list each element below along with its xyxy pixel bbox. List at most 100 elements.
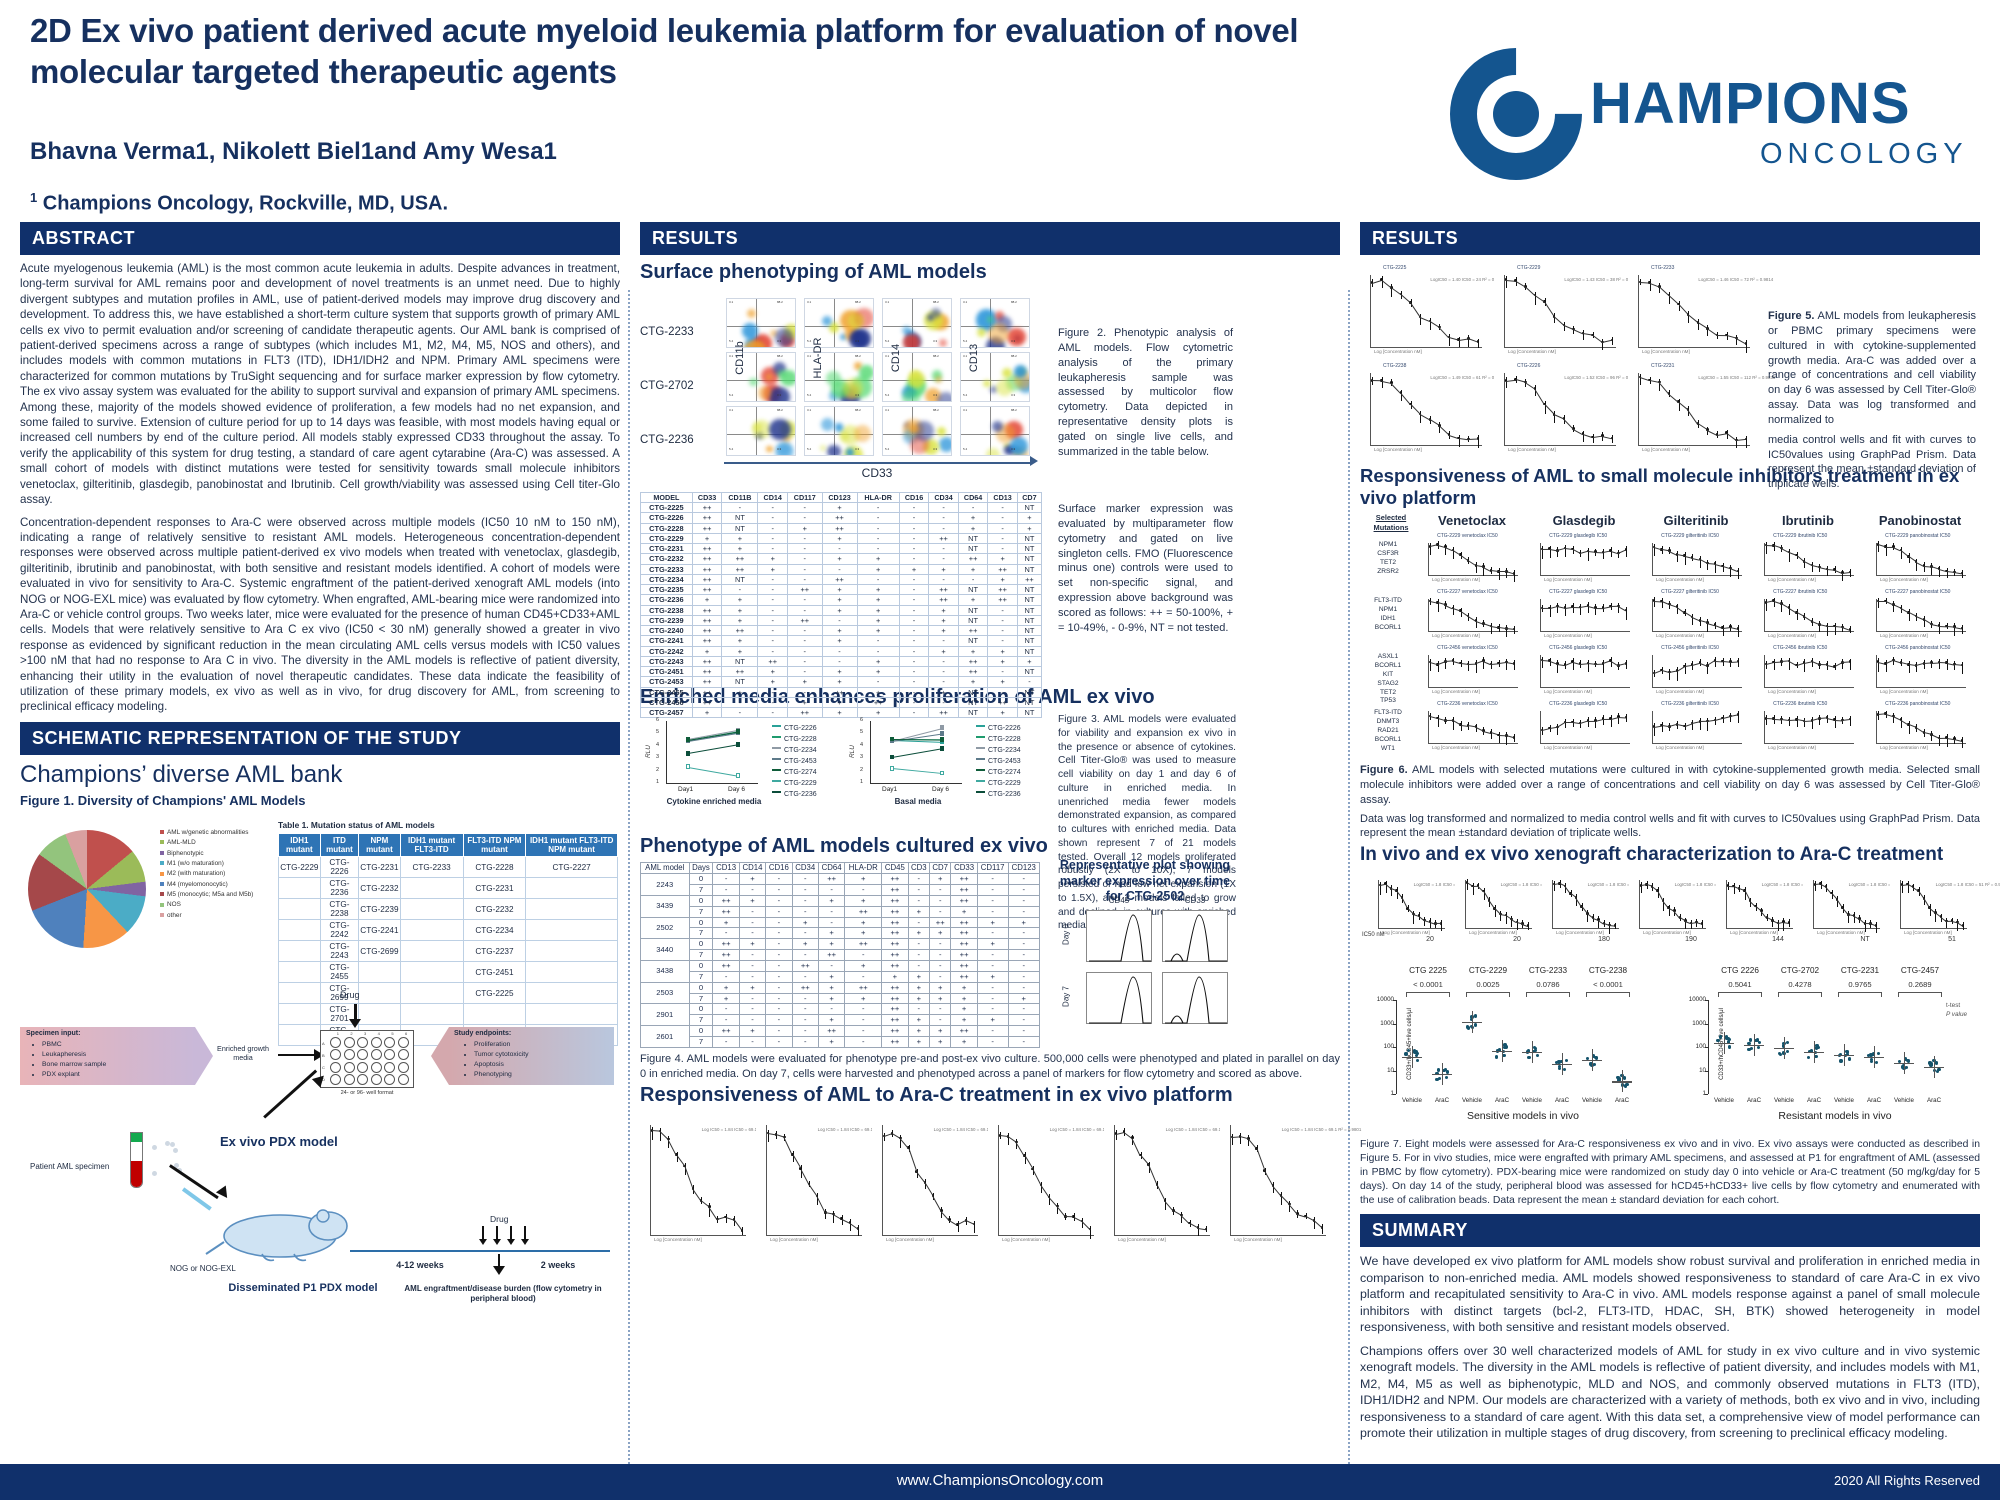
dose-response-errorbar [1939,622,1941,635]
mutation-label: KIT [1382,670,1394,678]
dose-response-y-axis [1540,543,1541,575]
dose-response-errorbar [1498,568,1500,580]
abstract-section-bar: ABSTRACT [20,222,620,255]
marker-table-cell: - [898,645,930,657]
dose-response-x-axis [1540,575,1630,576]
poster-footer: www.ChampionsOncology.com 2020 All Right… [0,1464,2000,1500]
dose-response-fit-line [1016,1142,1025,1157]
table1-cell [525,877,618,900]
flow-quadrant-stat: 3.3 [855,447,860,451]
footer-url[interactable]: www.ChampionsOncology.com [896,1472,1104,1489]
dose-response-errorbar [1962,661,1963,674]
flow-x-axis-line [724,462,1030,464]
phenotype-cell: ++ [950,960,978,972]
dose-response-errorbar [1946,659,1948,671]
dose-response-point [1876,543,1880,546]
dose-response-errorbar [1766,541,1767,554]
flow-quadrant-stat: 5.4 [729,447,734,451]
dose-response-errorbar [1788,657,1790,670]
dose-response-title: CTG-2236 glasdegib IC50 [1549,701,1608,707]
phenotype-cell: - [791,1014,819,1027]
scatter-point [1494,1055,1499,1059]
dose-response-point [1810,659,1814,663]
dose-response-errorbar [1885,543,1887,557]
dose-response-errorbar [1736,436,1738,449]
mouse-strain-label: NOG or NOG-EXL [170,1263,236,1273]
phenotype-cell: - [791,883,819,896]
dose-response-errorbar [1834,716,1836,729]
scatter-point [1502,1045,1506,1050]
phenotype-cell: - [1007,1036,1041,1048]
dose-response-point [1526,924,1530,927]
dose-response-x-label: Log [Concentration nM] [1904,930,1952,936]
chart-title: Cytokine enriched media [666,797,762,806]
dose-response-point [1787,659,1791,663]
dose-response-point [1876,660,1880,663]
marker-table-cell: + [721,635,759,647]
dose-response-errorbar [1385,880,1387,893]
phenotype-cell: - [907,883,931,896]
phenotype-cell: 7 [688,883,714,896]
dose-response-errorbar [1900,716,1902,728]
scatter-group-model-label: CTG-2457 [1900,966,1940,976]
dose-response-errorbar [1557,547,1559,558]
marker-table-cell: + [821,553,858,565]
dose-response-x-label: Log [Concentration nM] [1234,1236,1282,1242]
dose-response-point [1675,722,1679,726]
dose-response-errorbar [1610,547,1612,558]
table-row: CTG-2235++--++++-++NT++NT [640,583,1043,596]
ic50-tick: 20 [1513,936,1521,944]
cell-dot [151,1171,157,1177]
table-row: 7++---++-++--++-- [641,949,1041,961]
dose-response-errorbar [1452,546,1454,560]
marker-table-cell: + [821,501,858,514]
pie-legend-item: other [160,911,270,921]
dose-response-point [1960,571,1964,575]
chart-legend-swatch [976,735,985,738]
flow-quadrant-stat: 88.2 [855,354,861,358]
plate-well [357,1049,369,1061]
flow-quadrant-stat: 88.2 [933,300,939,304]
mutation-label: TP53 [1380,697,1396,705]
chart-legend-label: CTG-2453 [784,758,817,765]
pie-legend-item: Biphenotypic [160,849,270,859]
dose-response-fit-line [1390,382,1402,394]
marker-table-cell: + [691,645,723,657]
dose-response-point [1609,549,1613,552]
flow-quadrant-stat: 3.1 [963,300,968,304]
dose-response-errorbar [1811,561,1813,572]
dose-response-fit-line [1639,376,1650,381]
marker-table-cell: + [957,512,989,524]
endpoints-arrowhead-icon [431,1026,449,1085]
dose-response-x-axis [1504,445,1616,446]
scatter-x-tick: Vehicle [1402,1097,1422,1105]
scatter-group-pvalue: 0.2689 [1908,980,1932,990]
plate-well [330,1049,341,1061]
marker-table-cell: NT [1016,635,1043,647]
dose-response-point [1571,660,1574,663]
plate-well [343,1049,355,1061]
scatter-significance-bracket [1778,992,1822,998]
scatter-x-tick: AraC [1614,1097,1630,1105]
dose-response-fit-line [1490,732,1499,736]
flow-density-blob [938,339,947,347]
chart-legend-swatch [976,779,985,782]
flow-quadrant-vline [755,299,757,347]
dose-response-errorbar [1722,624,1724,636]
dose-response-fit-line [1715,660,1723,662]
phenotype-cell: - [928,960,952,972]
marker-table-cell: CTG-2242 [640,645,693,657]
dose-response-point [1715,333,1719,337]
dose-response-errorbar [1580,603,1582,616]
table-row: CTG-2231+++------NT-NT [640,542,1043,555]
dose-response-errorbar [884,1132,885,1142]
marker-table-cell: - [898,594,930,606]
plate-column-label: 3 [364,1030,367,1036]
dose-response-point [1617,715,1620,718]
scatter-point [1932,1059,1936,1063]
